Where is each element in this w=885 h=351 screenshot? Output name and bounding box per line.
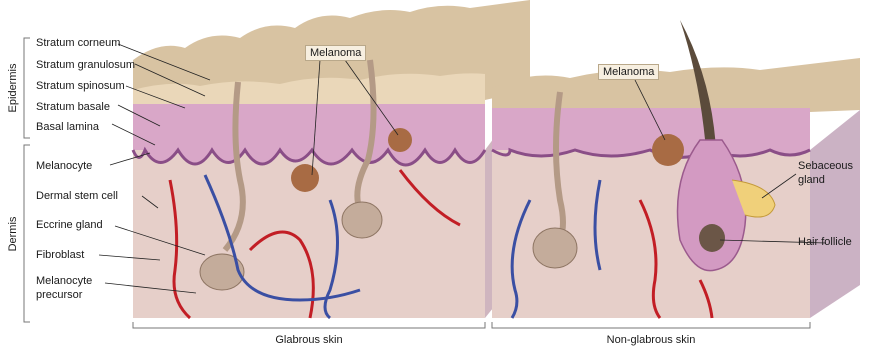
- label-fibroblast: Fibroblast: [36, 249, 84, 262]
- label-dermal-stem-cell: Dermal stem cell: [36, 190, 118, 203]
- side-face-right: [810, 110, 860, 318]
- dermis-bracket: [24, 145, 30, 322]
- label-stratum-granulosum: Stratum granulosum: [36, 59, 135, 72]
- label-dermis: Dermis: [7, 209, 19, 259]
- label-sebaceous-1: Sebaceous: [798, 160, 853, 173]
- label-stratum-spinosum: Stratum spinosum: [36, 80, 125, 93]
- corneum-surface-right: [492, 58, 860, 112]
- epidermis-bracket: [24, 38, 30, 138]
- melanoma-callout-left: Melanoma: [305, 45, 366, 61]
- melanoma-cluster-1: [291, 164, 319, 192]
- label-basal-lamina: Basal lamina: [36, 121, 99, 134]
- non-glabrous-bracket: [492, 322, 810, 328]
- label-hair-follicle: Hair follicle: [798, 236, 852, 249]
- eccrine-coil-right: [533, 228, 577, 268]
- label-melanocyte: Melanocyte: [36, 160, 92, 173]
- label-stratum-basale: Stratum basale: [36, 101, 110, 114]
- melanoma-callout-right: Melanoma: [598, 64, 659, 80]
- label-eccrine-gland: Eccrine gland: [36, 219, 103, 232]
- label-melanocyte-precursor-1: Melanocyte: [36, 275, 92, 288]
- eccrine-coil-center: [342, 202, 382, 238]
- hair-bulb: [699, 224, 725, 252]
- melanoma-cluster-2: [388, 128, 412, 152]
- label-melanocyte-precursor-2: precursor: [36, 289, 82, 302]
- label-epidermis: Epidermis: [7, 63, 19, 113]
- label-stratum-corneum: Stratum corneum: [36, 37, 120, 50]
- melanoma-cluster-3: [652, 134, 684, 166]
- glabrous-bracket: [133, 322, 485, 328]
- label-sebaceous-2: gland: [798, 174, 825, 187]
- caption-non-glabrous: Non-glabrous skin: [492, 334, 810, 346]
- caption-glabrous: Glabrous skin: [133, 334, 485, 346]
